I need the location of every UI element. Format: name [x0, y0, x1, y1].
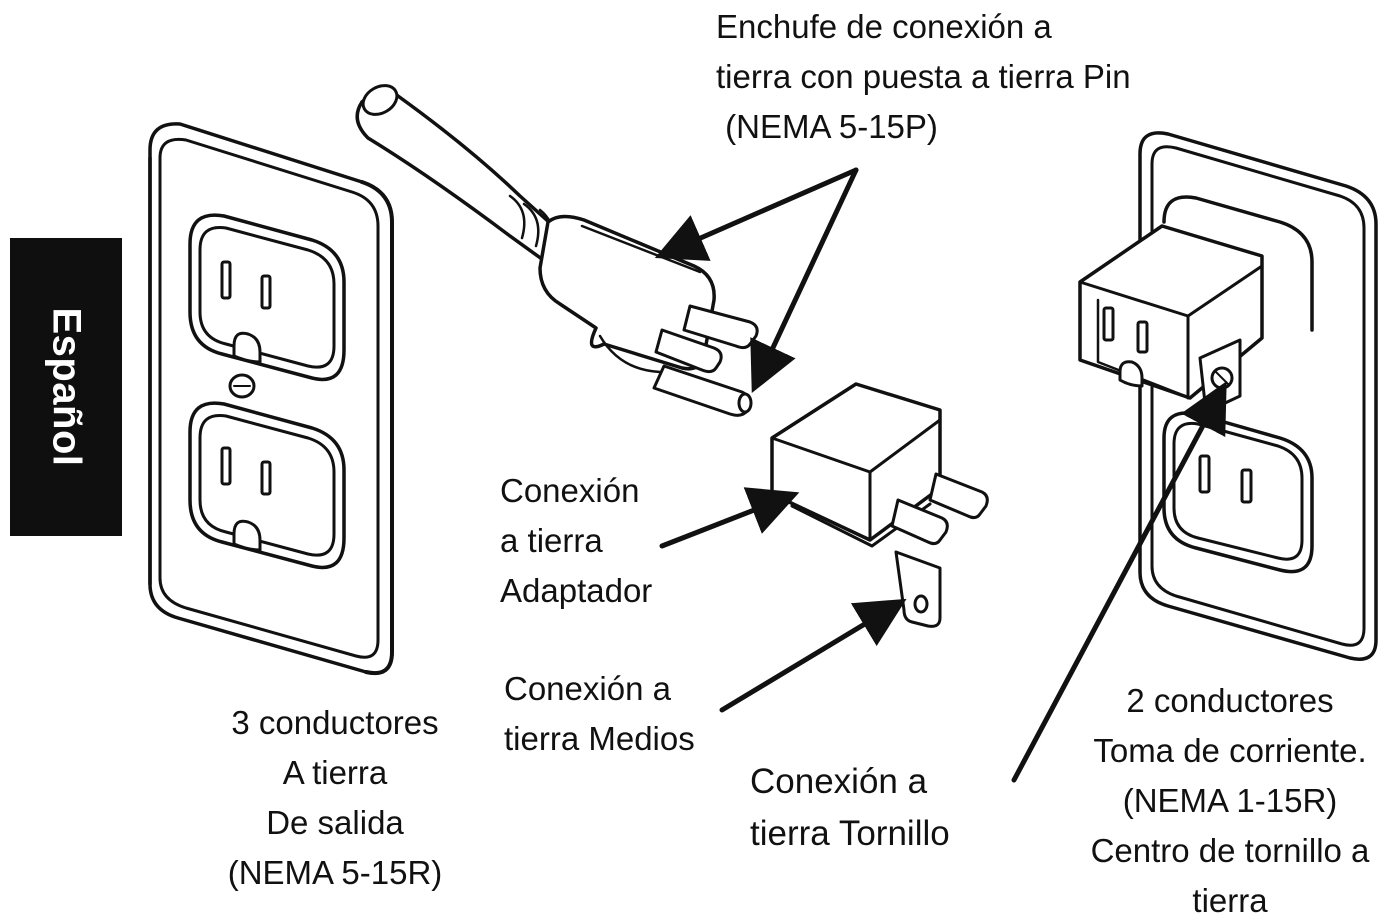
three-wire-outlet-label-line: (NEMA 5-15R) — [227, 854, 443, 891]
grounding-plug-label-line: Enchufe de conexión a — [716, 8, 1052, 45]
grounding-screw-label: Conexión a tierra Tornillo — [750, 756, 950, 860]
language-tab-label: Español — [44, 307, 89, 467]
arrow-to-adapter — [659, 487, 800, 549]
three-wire-outlet-label-line: De salida — [266, 804, 404, 841]
grounding-means-label-line: tierra Medios — [504, 720, 695, 757]
grounding-screw-label-line: tierra Tornillo — [750, 814, 950, 853]
grounding-screw-label-line: Conexión a — [750, 762, 928, 801]
two-wire-outlet-label-line: Toma de corriente. — [1093, 732, 1367, 769]
grounding-adapter-label-line: Adaptador — [500, 572, 653, 609]
grounding-plug-label: Enchufe de conexión a tierra con puesta … — [716, 2, 1131, 152]
three-wire-outlet-label-line: A tierra — [282, 754, 388, 791]
arrow-to-plug-body — [654, 167, 859, 261]
two-wire-outlet-label-line: (NEMA 1-15R) — [1122, 782, 1338, 819]
two-wire-outlet-label-line: Centro de tornillo a — [1090, 832, 1370, 869]
grounded-plug-icon — [355, 84, 759, 417]
arrow-to-screw — [1011, 381, 1227, 783]
grounding-means-label: Conexión a tierra Medios — [504, 664, 695, 764]
arrow-to-ground-pin — [750, 167, 859, 394]
callout-arrows — [654, 167, 1227, 783]
two-wire-outlet-label-line: tierra — [1192, 882, 1268, 919]
grounding-plug-label-line: tierra con puesta a tierra Pin — [716, 58, 1131, 95]
grounding-adapter-icon — [770, 382, 989, 628]
three-wire-outlet-label-line: 3 conductores — [231, 704, 439, 741]
grounding-adapter-label: Conexión a tierra Adaptador — [500, 466, 652, 616]
two-prong-outlet-with-adapter-icon — [1078, 131, 1378, 661]
grounding-adapter-label-line: a tierra — [500, 522, 603, 559]
two-wire-outlet-label-line: 2 conductores — [1126, 682, 1334, 719]
grounding-means-label-line: Conexión a — [504, 670, 671, 707]
arrow-to-ground-tab — [719, 598, 907, 713]
three-prong-duplex-outlet-icon — [148, 122, 394, 675]
grounding-plug-label-line: (NEMA 5-15P) — [716, 108, 938, 145]
language-side-tab: Español — [10, 238, 122, 536]
two-wire-outlet-label: 2 conductores Toma de corriente. (NEMA 1… — [1066, 676, 1394, 920]
three-wire-outlet-label: 3 conductores A tierra De salida (NEMA 5… — [200, 698, 470, 898]
grounding-adapter-label-line: Conexión — [500, 472, 640, 509]
